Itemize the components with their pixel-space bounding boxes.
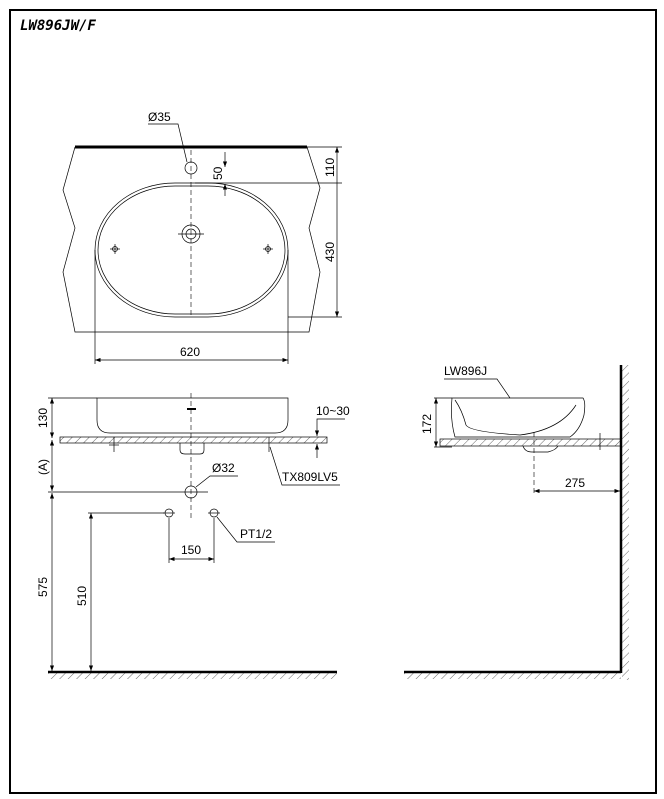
dim-10-30: 10~30 xyxy=(316,404,350,418)
basin-front xyxy=(96,397,289,434)
dim-275: 275 xyxy=(565,476,585,490)
dim-575: 575 xyxy=(36,577,50,597)
faucet-hole-icon xyxy=(184,161,198,175)
fitting-label: TX809LV5 xyxy=(282,470,338,484)
front-view: 130 (A) 575 510 Ø32 150 PT1/2 TX809LV5 1… xyxy=(36,393,350,679)
supply-icon xyxy=(163,508,220,518)
supply-label: PT1/2 xyxy=(240,527,272,541)
faucet-hole-label: Ø35 xyxy=(148,110,171,124)
drain-icon xyxy=(178,224,204,244)
model-title: LW896JW/F xyxy=(20,18,96,34)
basin-outline xyxy=(94,182,289,318)
dim-130: 130 xyxy=(36,408,50,428)
top-view: Ø35 50 110 430 620 xyxy=(62,110,342,364)
drain-label: Ø32 xyxy=(212,461,235,475)
dim-510: 510 xyxy=(75,586,89,606)
dim-110: 110 xyxy=(323,158,337,177)
countertop-side xyxy=(439,438,622,447)
dim-172: 172 xyxy=(420,414,434,434)
side-view: 172 LW896J 275 xyxy=(404,364,629,680)
model-label: LW896J xyxy=(444,364,487,378)
drain-outlet-icon xyxy=(184,485,198,499)
drawing-frame xyxy=(9,9,657,794)
dim-430: 430 xyxy=(323,242,337,262)
dim-150: 150 xyxy=(181,543,201,557)
dim-a: (A) xyxy=(36,459,50,475)
dim-50: 50 xyxy=(211,166,225,180)
basin-side xyxy=(451,397,586,438)
countertop xyxy=(59,436,328,444)
mount-hole-icon xyxy=(110,244,273,254)
dim-620: 620 xyxy=(180,345,200,359)
